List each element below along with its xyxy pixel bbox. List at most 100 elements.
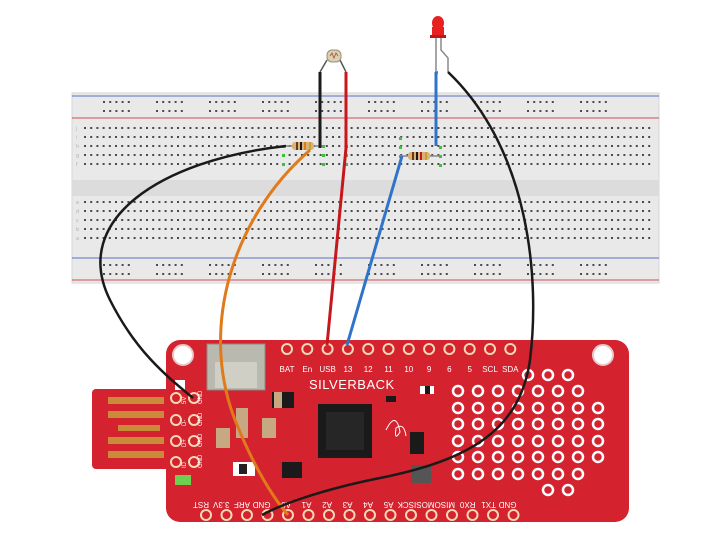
mount-hole-tr [592,344,614,366]
top-pin-hole [463,343,476,355]
wire-black-gnd [99,144,287,399]
row-letter: b [76,227,79,233]
wire-black-led-gnd [261,71,535,517]
wire-blue-13 [345,155,404,346]
proto-hole [591,434,605,448]
usb-pin-hole [188,414,200,426]
proto-hole [451,434,465,448]
top-pin-hole [321,343,334,355]
proto-hole [511,467,525,481]
bottom-pin-hole [343,509,356,521]
proto-hole [571,401,585,415]
top-pin-label: 12 [364,365,373,374]
proto-hole [471,417,485,431]
proto-hole [531,417,545,431]
proto-hole [591,450,605,464]
led-red [430,16,449,72]
usb-pin-hole [170,392,182,404]
bottom-pin-hole [384,509,397,521]
top-pin-label: 10 [404,365,413,374]
usb-side-pin-label: 5V [182,397,188,404]
proto-hole [511,434,525,448]
proto-hole [551,384,565,398]
top-pin-label: 6 [447,365,452,374]
top-pin-hole [484,343,496,355]
bottom-pin-hole [466,509,479,521]
row-letter: d [76,209,79,215]
proto-hole [451,384,465,398]
prototype-area [451,368,605,497]
proto-hole [571,384,585,398]
proto-hole [531,467,545,481]
wire-orange-a0 [219,148,311,516]
top-pin-hole [504,343,517,355]
proto-hole [571,467,585,481]
bottom-pin-hole [200,509,212,521]
bottom-pin-label: A2 [322,500,332,509]
charge-led [175,475,191,485]
proto-hole [551,401,565,415]
top-pin-hole [443,343,456,355]
bottom-pin-label: MISO [435,500,455,509]
proto-hole [531,434,545,448]
top-pin-label: USB [319,365,335,374]
bottom-pin-label: ARF [234,500,250,509]
proto-hole [551,434,565,448]
top-pin-label: SCL [482,365,498,374]
bottom-pin-hole [323,509,335,521]
proto-hole [571,434,585,448]
top-pin-hole [402,343,415,355]
bottom-pin-label: 3.3V [212,500,229,509]
proto-hole [471,450,485,464]
top-pin-label: SDA [502,365,519,374]
proto-hole [551,417,565,431]
button-component [410,432,424,454]
wires [99,71,535,517]
proto-hole [551,467,565,481]
proto-hole [541,483,555,497]
mount-hole-tl [172,344,194,366]
top-pin-hole [382,343,395,355]
usb-pin-hole [188,456,200,468]
usb-contacts [108,397,164,458]
proto-hole [491,450,505,464]
proto-hole [531,384,545,398]
small-chip [282,462,302,478]
proto-hole [551,450,565,464]
bottom-pin-hole [302,509,315,521]
proto-hole [471,467,485,481]
bottom-pin-label: A3 [342,500,352,509]
top-pin-hole [281,343,293,355]
proto-hole [491,434,505,448]
proto-hole [451,467,465,481]
led-lens [432,16,444,30]
bottom-pin-label: MOSI [414,500,434,509]
proto-hole [471,384,485,398]
usb-pin-label: GND [198,390,204,404]
proto-hole [511,450,525,464]
usb-pin-hole [170,435,182,447]
bottom-pin-label: GND [499,500,517,509]
proto-hole [541,368,555,382]
top-pin-hole [341,343,354,355]
proto-hole [591,401,605,415]
usb-pin-hole [188,435,200,447]
bottom-pin-hole [405,509,417,521]
proto-hole [511,417,525,431]
resistor-1 [283,142,323,150]
usb-pin-label: GND [198,433,204,447]
bottom-pin-label: A4 [363,500,373,509]
bottom-pin-label: GND [253,500,271,509]
proto-hole [491,401,505,415]
wire-red-usb [325,72,348,346]
proto-hole [451,401,465,415]
row-letter: a [76,236,79,242]
bottom-pin-label: SCK [397,500,414,509]
proto-hole [591,417,605,431]
row-letter: e [76,200,79,206]
proto-hole [571,417,585,431]
usb-pin-label: GND [198,454,204,468]
